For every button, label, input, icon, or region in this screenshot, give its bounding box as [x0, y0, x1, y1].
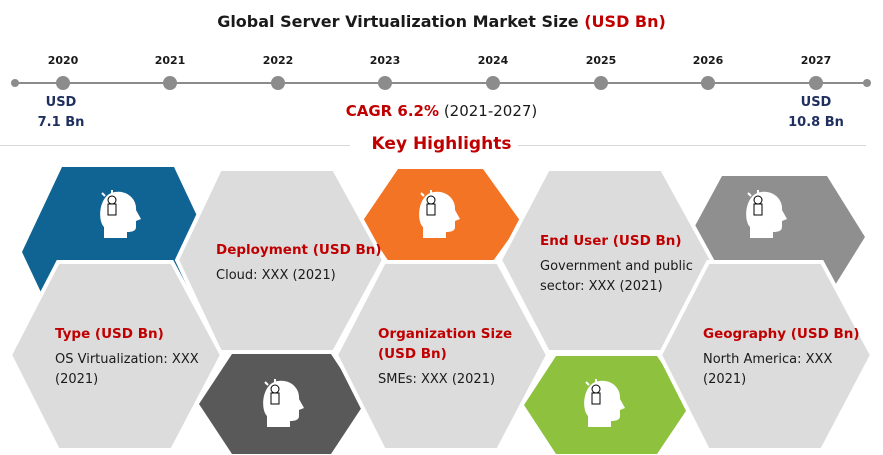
timeline-dot [486, 76, 500, 90]
timeline-dot [594, 76, 608, 90]
timeline-dot [701, 76, 715, 90]
hex-deployment [174, 167, 387, 354]
year-label: 2023 [369, 54, 401, 67]
timeline-cap [863, 79, 871, 87]
cagr-text: CAGR 6.2% (2021-2027) [345, 102, 538, 120]
highlight-end-user: End User (USD Bn) Government and public … [540, 233, 693, 294]
timeline-dot [378, 76, 392, 90]
divider-left [0, 145, 350, 146]
highlight-geography: Geography (USD Bn) North America: XXX (2… [703, 326, 860, 387]
highlight-deployment: Deployment (USD Bn) Cloud: XXX (2021) [216, 242, 382, 283]
year-label: 2020 [47, 54, 79, 67]
hex-organization [333, 260, 551, 452]
hex-type [7, 260, 225, 452]
highlight-organization-size: Organization Size (USD Bn) SMEs: XXX (20… [378, 326, 513, 387]
year-label: 2026 [692, 54, 724, 67]
timeline-line [14, 82, 865, 84]
timeline-dot [56, 76, 70, 90]
timeline-dot [271, 76, 285, 90]
highlight-type: Type (USD Bn) OS Virtualization: XXX (20… [55, 326, 199, 387]
year-label: 2024 [477, 54, 509, 67]
year-label: 2022 [262, 54, 294, 67]
timeline-cap [11, 79, 19, 87]
start-value: USD 7.1 Bn [37, 95, 85, 130]
year-label: 2027 [800, 54, 832, 67]
page-title: Global Server Virtualization Market Size… [217, 12, 666, 31]
year-label: 2025 [585, 54, 617, 67]
timeline-dot [163, 76, 177, 90]
timeline-dot [809, 76, 823, 90]
divider-right [518, 145, 866, 146]
year-label: 2021 [154, 54, 186, 67]
end-value: USD 10.8 Bn [788, 95, 844, 130]
key-highlights-heading: Key Highlights [371, 134, 512, 154]
title-unit: (USD Bn) [584, 12, 666, 31]
hex-geography [657, 260, 875, 452]
